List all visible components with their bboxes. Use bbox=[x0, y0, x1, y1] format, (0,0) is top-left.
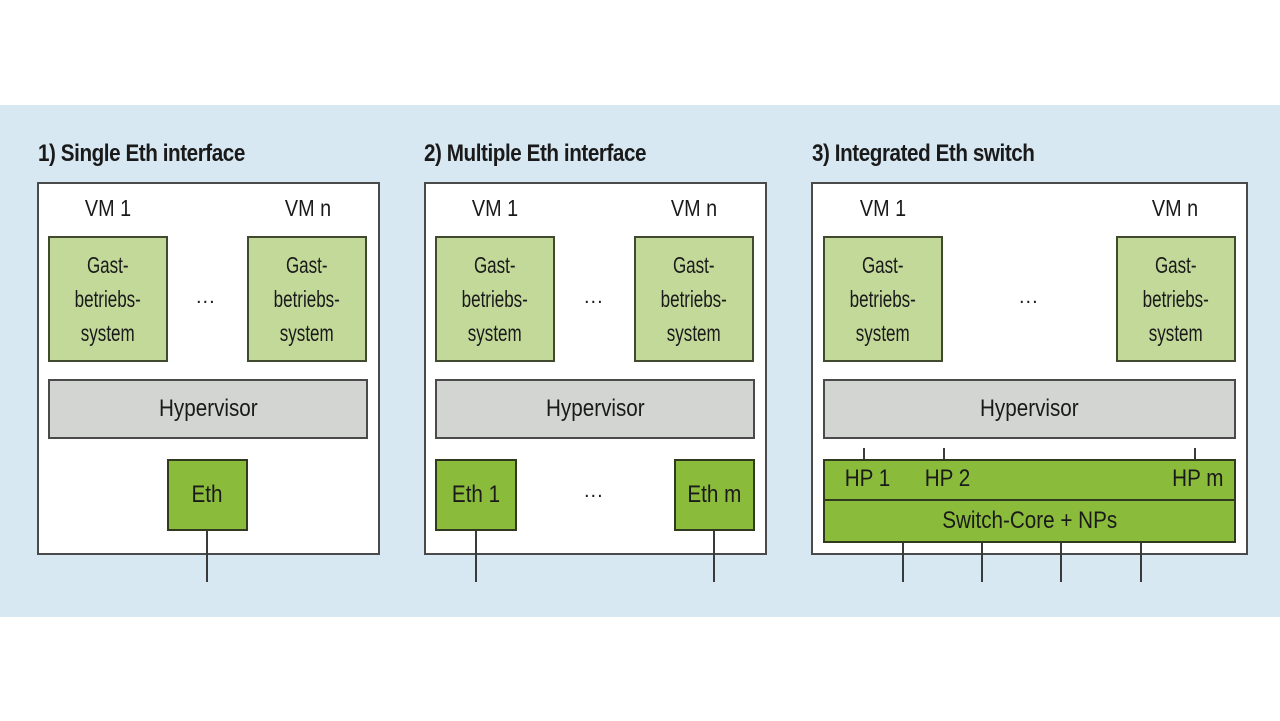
guest-os-line: betriebs- bbox=[273, 286, 341, 312]
guest-os-box: Gast-betriebs-system bbox=[823, 236, 943, 362]
guest-os-line: system bbox=[468, 320, 522, 346]
guest-os-line: betriebs- bbox=[660, 286, 728, 312]
network-link-line bbox=[713, 530, 715, 582]
vm-last-label: VM n bbox=[284, 195, 332, 221]
switch-core: Switch-Core + NPs bbox=[825, 501, 1234, 541]
guest-os-line: system bbox=[667, 320, 721, 346]
eth-box: Eth 1 bbox=[435, 459, 517, 531]
vm-ellipsis: ... bbox=[584, 286, 604, 308]
network-link-line bbox=[475, 530, 477, 582]
vm-first-label: VM 1 bbox=[471, 195, 519, 221]
guest-os-box: Gast-betriebs-system bbox=[48, 236, 168, 362]
panel-1-title: 1) Single Eth interface bbox=[38, 140, 245, 167]
external-port-line bbox=[1060, 543, 1062, 582]
eth-box: Eth bbox=[167, 459, 248, 531]
guest-os-line: system bbox=[1149, 320, 1203, 346]
guest-os-line: system bbox=[81, 320, 135, 346]
hypervisor-label: Hypervisor bbox=[545, 395, 645, 422]
panel-3-title: 3) Integrated Eth switch bbox=[812, 140, 1035, 167]
host-port-connector bbox=[1194, 448, 1196, 460]
hypervisor-label: Hypervisor bbox=[158, 395, 258, 422]
host-port-1: HP 1 bbox=[844, 465, 891, 492]
guest-os-line: Gast- bbox=[862, 252, 904, 278]
host-port-m: HP m bbox=[1172, 465, 1224, 492]
guest-os-line: Gast- bbox=[673, 252, 715, 278]
host-port-connector bbox=[943, 448, 945, 460]
vm-last-label: VM n bbox=[1151, 195, 1199, 221]
guest-os-line: Gast- bbox=[1155, 252, 1197, 278]
hypervisor-label: Hypervisor bbox=[980, 395, 1079, 422]
hypervisor-box: Hypervisor bbox=[823, 379, 1236, 439]
hypervisor-box: Hypervisor bbox=[435, 379, 755, 439]
vm-first-label: VM 1 bbox=[84, 195, 132, 221]
guest-os-line: system bbox=[280, 320, 334, 346]
guest-os-line: betriebs- bbox=[1142, 286, 1210, 312]
vm-first-label: VM 1 bbox=[859, 195, 907, 221]
eth-label: Eth bbox=[192, 481, 223, 508]
guest-os-line: betriebs- bbox=[461, 286, 529, 312]
eth-label: Eth m bbox=[687, 481, 742, 508]
host-ports-row: HP 1 HP 2 HP m bbox=[825, 461, 1234, 501]
switch-core-label: Switch-Core + NPs bbox=[942, 507, 1117, 534]
guest-os-box: Gast-betriebs-system bbox=[634, 236, 754, 362]
external-port-line bbox=[902, 543, 904, 582]
integrated-switch: HP 1 HP 2 HP m Switch-Core + NPs bbox=[823, 459, 1236, 543]
hypervisor-box: Hypervisor bbox=[48, 379, 368, 439]
guest-os-box: Gast-betriebs-system bbox=[1116, 236, 1236, 362]
guest-os-line: Gast- bbox=[474, 252, 516, 278]
guest-os-line: Gast- bbox=[87, 252, 129, 278]
guest-os-box: Gast-betriebs-system bbox=[435, 236, 555, 362]
guest-os-line: system bbox=[856, 320, 910, 346]
eth-label: Eth 1 bbox=[451, 481, 501, 508]
external-port-line bbox=[981, 543, 983, 582]
vm-ellipsis: ... bbox=[196, 286, 216, 308]
guest-os-line: betriebs- bbox=[849, 286, 917, 312]
vm-last-label: VM n bbox=[670, 195, 718, 221]
guest-os-line: betriebs- bbox=[74, 286, 142, 312]
network-link-line bbox=[206, 530, 208, 582]
guest-os-line: Gast- bbox=[286, 252, 328, 278]
eth-box: Eth m bbox=[674, 459, 755, 531]
host-port-connector bbox=[863, 448, 865, 460]
panel-2-title: 2) Multiple Eth interface bbox=[424, 140, 647, 167]
guest-os-box: Gast-betriebs-system bbox=[247, 236, 367, 362]
host-port-2: HP 2 bbox=[924, 465, 971, 492]
eth-ellipsis: ... bbox=[584, 480, 604, 502]
external-port-line bbox=[1140, 543, 1142, 582]
vm-ellipsis: ... bbox=[1019, 286, 1039, 308]
